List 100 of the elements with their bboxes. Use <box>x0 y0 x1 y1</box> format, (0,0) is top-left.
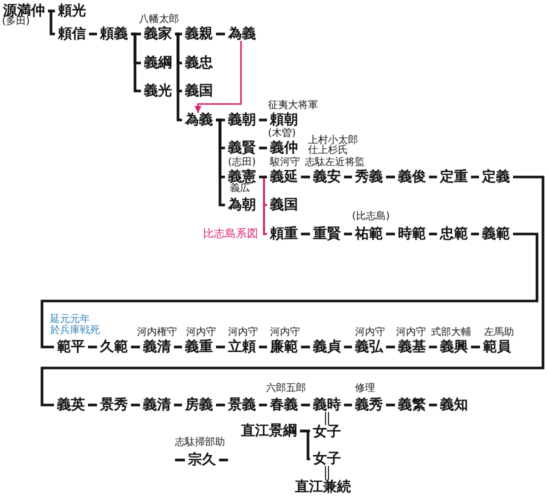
connector-line <box>429 176 437 178</box>
person-name: 義綱 <box>141 56 175 70</box>
person-name: 義貞 <box>310 340 344 354</box>
double-line <box>325 466 329 480</box>
person-name: 祐範 <box>352 227 386 241</box>
connector-line <box>386 404 395 406</box>
annotation: (木曽) <box>268 129 296 139</box>
connector-line <box>429 404 437 406</box>
person-name: 義仲 <box>267 141 301 155</box>
person-name: 時範 <box>395 227 429 241</box>
person-name: 義延 <box>267 170 301 184</box>
person-name: 範平 <box>54 340 88 354</box>
connector-line <box>174 346 182 348</box>
person-name: 春義 <box>267 398 301 412</box>
connector-line <box>429 346 437 348</box>
connector-line <box>344 404 352 406</box>
person-name: 為義 <box>182 113 216 127</box>
person-name: 義朝 <box>225 113 259 127</box>
person-name: 為義 <box>225 27 259 41</box>
connector-line <box>301 176 310 178</box>
connector-line <box>386 176 395 178</box>
person-name: 義光 <box>141 84 175 98</box>
arrow <box>194 41 242 113</box>
person-name: 久範 <box>97 340 131 354</box>
connector-line <box>216 346 225 348</box>
person-name: 義時 <box>310 398 344 412</box>
connector-line <box>386 346 395 348</box>
person-name: 義興 <box>437 340 471 354</box>
annotation: (比志島) <box>352 212 390 222</box>
connector-line <box>471 232 479 236</box>
annotation: 八幡太郎 <box>139 15 179 25</box>
connector-line <box>259 346 267 348</box>
person-name: 義俊 <box>395 170 429 184</box>
annotation: 河内守 <box>355 328 385 338</box>
connector-line <box>259 176 267 178</box>
person-name: 房義 <box>182 398 216 412</box>
annotation: 六郎五郎 <box>266 384 306 394</box>
person-name: 女子 <box>310 452 344 466</box>
person-name: 義繁 <box>395 398 429 412</box>
connector-line <box>216 118 225 206</box>
person-name: 立頼 <box>225 340 259 354</box>
person-name: 頼信 <box>55 27 89 41</box>
person-name: 義国 <box>267 198 301 212</box>
person-name: 義憲 <box>225 170 259 184</box>
person-name: 義親 <box>182 27 216 41</box>
person-name: 義安 <box>310 170 344 184</box>
person-name: 義清 <box>140 340 174 354</box>
annotation: 延元元年於兵庫戦死 <box>50 314 100 336</box>
connector-line <box>131 346 140 348</box>
double-line <box>325 412 329 426</box>
connector-line <box>301 404 310 406</box>
connector-line <box>216 404 225 406</box>
annotation: 上村小太郎仕上杉氏 <box>308 136 358 156</box>
connector-line <box>344 346 352 348</box>
person-name: 頼光 <box>55 4 89 18</box>
connector-line <box>259 404 267 406</box>
person-name: 義秀 <box>352 398 386 412</box>
person-name: 義弘 <box>352 340 386 354</box>
annotation: 志駄左近将監 <box>305 158 365 168</box>
person-name: 直江兼続 <box>292 480 354 494</box>
person-name: 宗久 <box>185 453 219 467</box>
person-name: 義清 <box>140 398 174 412</box>
annotation: 志駄掃部助 <box>175 438 225 448</box>
connector-line <box>219 458 228 462</box>
annotation: 河内守 <box>396 328 426 338</box>
annotation: 征夷大将軍 <box>268 101 318 111</box>
person-name: 重賢 <box>310 227 344 241</box>
connector-line <box>131 32 141 92</box>
connector-line <box>131 404 140 406</box>
connector-line <box>88 346 97 348</box>
annotation: 河内守 <box>186 328 216 338</box>
person-name: 義国 <box>182 84 216 98</box>
connector-line <box>301 232 310 236</box>
person-name: 秀義 <box>352 170 386 184</box>
connector-line <box>344 232 352 236</box>
connector-line <box>175 32 182 122</box>
person-name: 定義 <box>479 170 513 184</box>
person-name: 義知 <box>437 398 471 412</box>
connector-line <box>216 32 225 36</box>
person-name: 頼義 <box>97 27 131 41</box>
connector-line <box>89 32 97 36</box>
connector-line <box>471 346 480 348</box>
connector-line <box>300 430 310 460</box>
annotation: (志田) <box>228 158 256 168</box>
person-name: 源満仲 <box>0 4 48 18</box>
connector-line <box>174 404 182 406</box>
annotation: 河内権守 <box>137 328 177 338</box>
annotation: 駿河守 <box>270 158 300 168</box>
connector-line <box>386 232 395 236</box>
connector-line <box>429 232 437 236</box>
person-name: 義重 <box>182 340 216 354</box>
person-name: 義英 <box>54 398 88 412</box>
connector-line <box>48 10 55 36</box>
connector-line <box>471 176 479 178</box>
connector-line <box>301 346 310 348</box>
person-name: 女子 <box>310 425 344 439</box>
person-name: 定重 <box>437 170 471 184</box>
annotation: 修理 <box>355 384 375 394</box>
person-name: 忠範 <box>437 227 471 241</box>
connector-line <box>88 404 97 406</box>
